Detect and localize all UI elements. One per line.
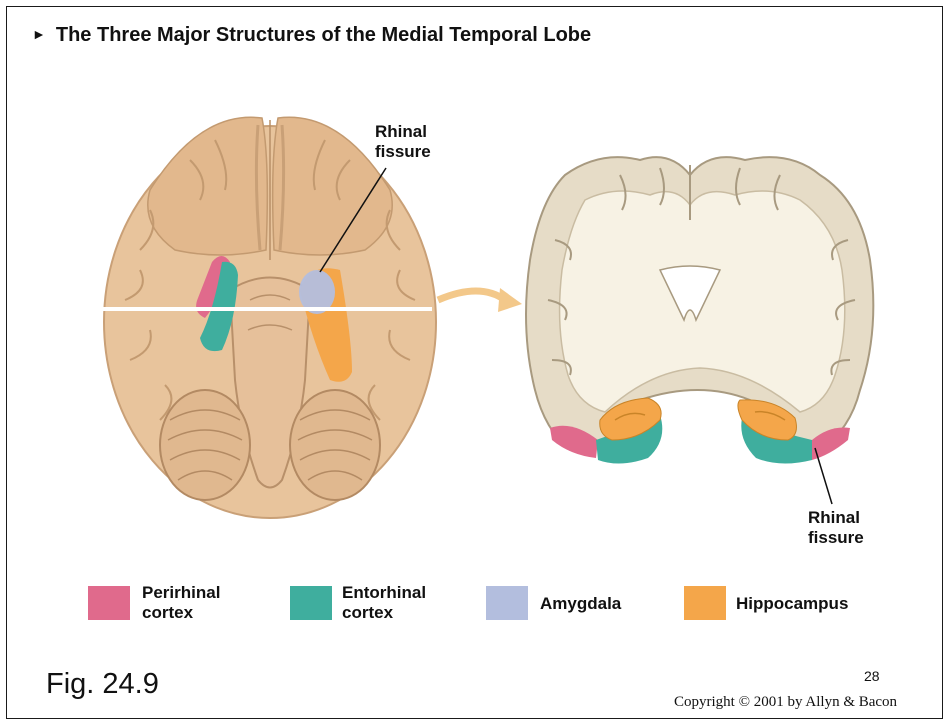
page-number: 28	[864, 668, 880, 684]
rhinal-fissure-bottom-leader	[815, 448, 832, 504]
legend-item-entorhinal: Entorhinal cortex	[342, 583, 426, 623]
rhinal-fissure-bottom-label: Rhinal fissure	[808, 508, 864, 548]
ventral-brain-view	[104, 117, 436, 518]
legend-item-amygdala: Amygdala	[540, 594, 621, 614]
copyright-notice: Copyright © 2001 by Allyn & Bacon	[674, 694, 897, 711]
coronal-section	[526, 157, 873, 463]
legend-perirhinal-line1: Perirhinal	[142, 583, 220, 603]
entorhinal-swatch	[290, 586, 332, 620]
rhinal-fissure-top-line2: fissure	[375, 142, 431, 162]
amygdala-swatch	[486, 586, 528, 620]
rhinal-fissure-bottom-line1: Rhinal	[808, 508, 864, 528]
rhinal-fissure-top-label: Rhinal fissure	[375, 122, 431, 162]
rhinal-fissure-bottom-line2: fissure	[808, 528, 864, 548]
figure-number: Fig. 24.9	[46, 668, 159, 701]
legend-item-hippocampus: Hippocampus	[736, 594, 848, 614]
legend-entorhinal-line1: Entorhinal	[342, 583, 426, 603]
hippocampus-swatch	[684, 586, 726, 620]
perirhinal-swatch	[88, 586, 130, 620]
section-arrow-icon	[438, 291, 505, 300]
legend-entorhinal-line2: cortex	[342, 603, 426, 623]
legend-perirhinal-line2: cortex	[142, 603, 220, 623]
rhinal-fissure-top-line1: Rhinal	[375, 122, 431, 142]
legend-amygdala-line1: Amygdala	[540, 594, 621, 614]
legend-item-perirhinal: Perirhinal cortex	[142, 583, 220, 623]
legend-hippocampus-line1: Hippocampus	[736, 594, 848, 614]
